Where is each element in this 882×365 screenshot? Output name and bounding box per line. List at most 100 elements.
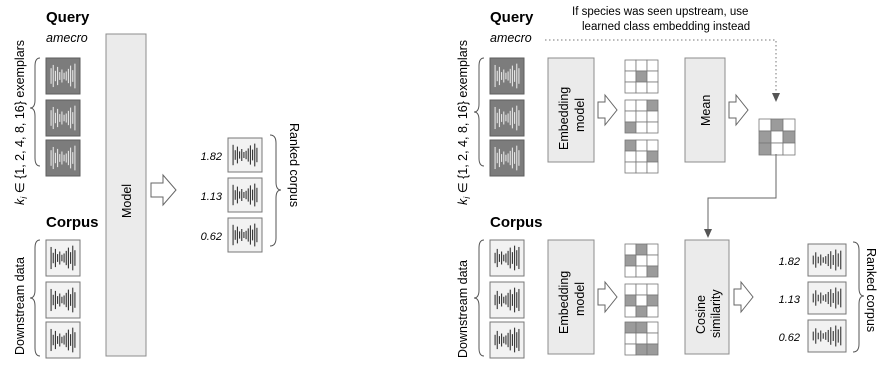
embedding-cell: [624, 343, 637, 356]
left-exemplars-label: ki ∈ {1, 2, 4, 8, 16} exemplars: [13, 40, 29, 205]
embedding-cell: [624, 150, 637, 163]
left-corpus-card-0: [45, 239, 81, 277]
embedding-cell: [646, 343, 659, 356]
embedding-cell: [635, 321, 648, 334]
embedding-cell: [635, 254, 648, 267]
left-query-title: Query: [46, 9, 90, 26]
left-downstream-brace: [29, 239, 41, 357]
embedding-cell: [635, 305, 648, 318]
embedding-cell: [635, 139, 648, 152]
embedding-cell: [646, 81, 659, 94]
corpus-embedding-0: [624, 243, 659, 278]
embedding-cell: [635, 121, 648, 134]
mean-box: [684, 57, 726, 163]
query-embedding-2: [624, 139, 659, 174]
left-ranked-corpus: 1.82 1.13 0.62: [201, 137, 263, 253]
embedding-cell: [635, 59, 648, 72]
arrow-to-ranked: [733, 280, 754, 314]
cosine-label-2: similarity: [709, 289, 723, 338]
corpus-embedding-1: [624, 283, 659, 318]
right-query-card-1: [489, 99, 525, 137]
right-query-species: amecro: [490, 31, 532, 45]
left-score-0: 1.82: [201, 151, 222, 163]
embedding-cell: [646, 110, 659, 123]
left-corpus-card-2: [45, 321, 81, 359]
embedding-label-top-1: Embedding: [557, 87, 571, 150]
embedding-cell: [635, 110, 648, 123]
left-score-1: 1.13: [201, 191, 223, 203]
embedding-cell: [646, 305, 659, 318]
embedding-cell: [782, 142, 796, 156]
query-embedding-1: [624, 99, 659, 134]
right-query-title: Query: [490, 9, 534, 26]
embedding-cell: [646, 70, 659, 83]
query-embeddings: [624, 59, 659, 174]
right-corpus-card-0: [489, 239, 525, 277]
query-embedding-0: [624, 59, 659, 94]
right-score-0: 1.82: [779, 256, 800, 268]
left-ranked-card-2: [227, 217, 263, 253]
embedding-cell: [646, 265, 659, 278]
embedding-cell: [624, 110, 637, 123]
arrow-to-mean-embedding: [728, 93, 749, 127]
right-exemplars-label: ki ∈ {1, 2, 4, 8, 16} exemplars: [456, 40, 472, 205]
corpus-embedding-2: [624, 321, 659, 356]
mean-label: Mean: [699, 95, 713, 126]
embedding-cell: [770, 130, 784, 144]
right-corpus-cards: [489, 239, 525, 359]
left-arrow: [150, 173, 177, 207]
left-query-species: amecro: [46, 31, 88, 45]
left-query-card-0: [45, 57, 81, 95]
note-line-2: learned class embedding instead: [582, 21, 750, 33]
embedding-cell: [624, 99, 637, 112]
mean-embedding-grid: [758, 118, 796, 156]
arrow-to-embeddings-top: [597, 93, 618, 127]
left-query-cards: [45, 57, 81, 177]
embedding-cell: [646, 121, 659, 134]
right-ranked-card-1: [807, 281, 847, 315]
embedding-cell: [646, 321, 659, 334]
note-line-1: If species was seen upstream, use: [572, 6, 748, 18]
embedding-cell: [624, 305, 637, 318]
right-query-card-0: [489, 57, 525, 95]
right-query-cards: [489, 57, 525, 177]
right-corpus-card-1: [489, 281, 525, 319]
left-query-card-1: [45, 99, 81, 137]
embedding-cell: [624, 321, 637, 334]
embedding-cell: [635, 343, 648, 356]
left-query-card-2: [45, 139, 81, 177]
embedding-cell: [635, 332, 648, 345]
embedding-cell: [635, 70, 648, 83]
right-ranked-corpus: 1.821.130.62: [779, 243, 847, 353]
right-corpus-card-2: [489, 321, 525, 359]
left-score-2: 0.62: [201, 231, 222, 243]
left-downstream-label: Downstream data: [13, 257, 27, 355]
embedding-cell: [624, 332, 637, 345]
embedding-cell: [635, 150, 648, 163]
mean-embedding: [758, 118, 796, 156]
corpus-embeddings: [624, 243, 659, 356]
embedding-cell: [624, 59, 637, 72]
embedding-model-box-bottom: [547, 239, 595, 355]
embedding-cell: [624, 70, 637, 83]
right-score-1: 1.13: [779, 294, 801, 306]
arrow-to-embeddings-bottom: [597, 280, 618, 314]
embedding-cell: [624, 139, 637, 152]
model-box: [105, 33, 147, 357]
connector-arrowhead: [704, 229, 712, 238]
dotted-arrowhead: [772, 93, 780, 102]
left-exemplars-brace: [29, 57, 41, 167]
left-ranked-label: Ranked corpus: [287, 123, 301, 207]
embedding-cell: [646, 139, 659, 152]
embedding-model-box-top: [547, 57, 595, 163]
embedding-cell: [782, 118, 796, 132]
embedding-cell: [646, 59, 659, 72]
right-query-card-2: [489, 139, 525, 177]
embedding-cell: [646, 294, 659, 307]
left-corpus-title: Corpus: [46, 214, 99, 231]
embedding-cell: [770, 142, 784, 156]
embedding-cell: [635, 99, 648, 112]
right-ranked-card-2: [807, 319, 847, 353]
embedding-cell: [624, 294, 637, 307]
left-corpus-card-1: [45, 281, 81, 319]
